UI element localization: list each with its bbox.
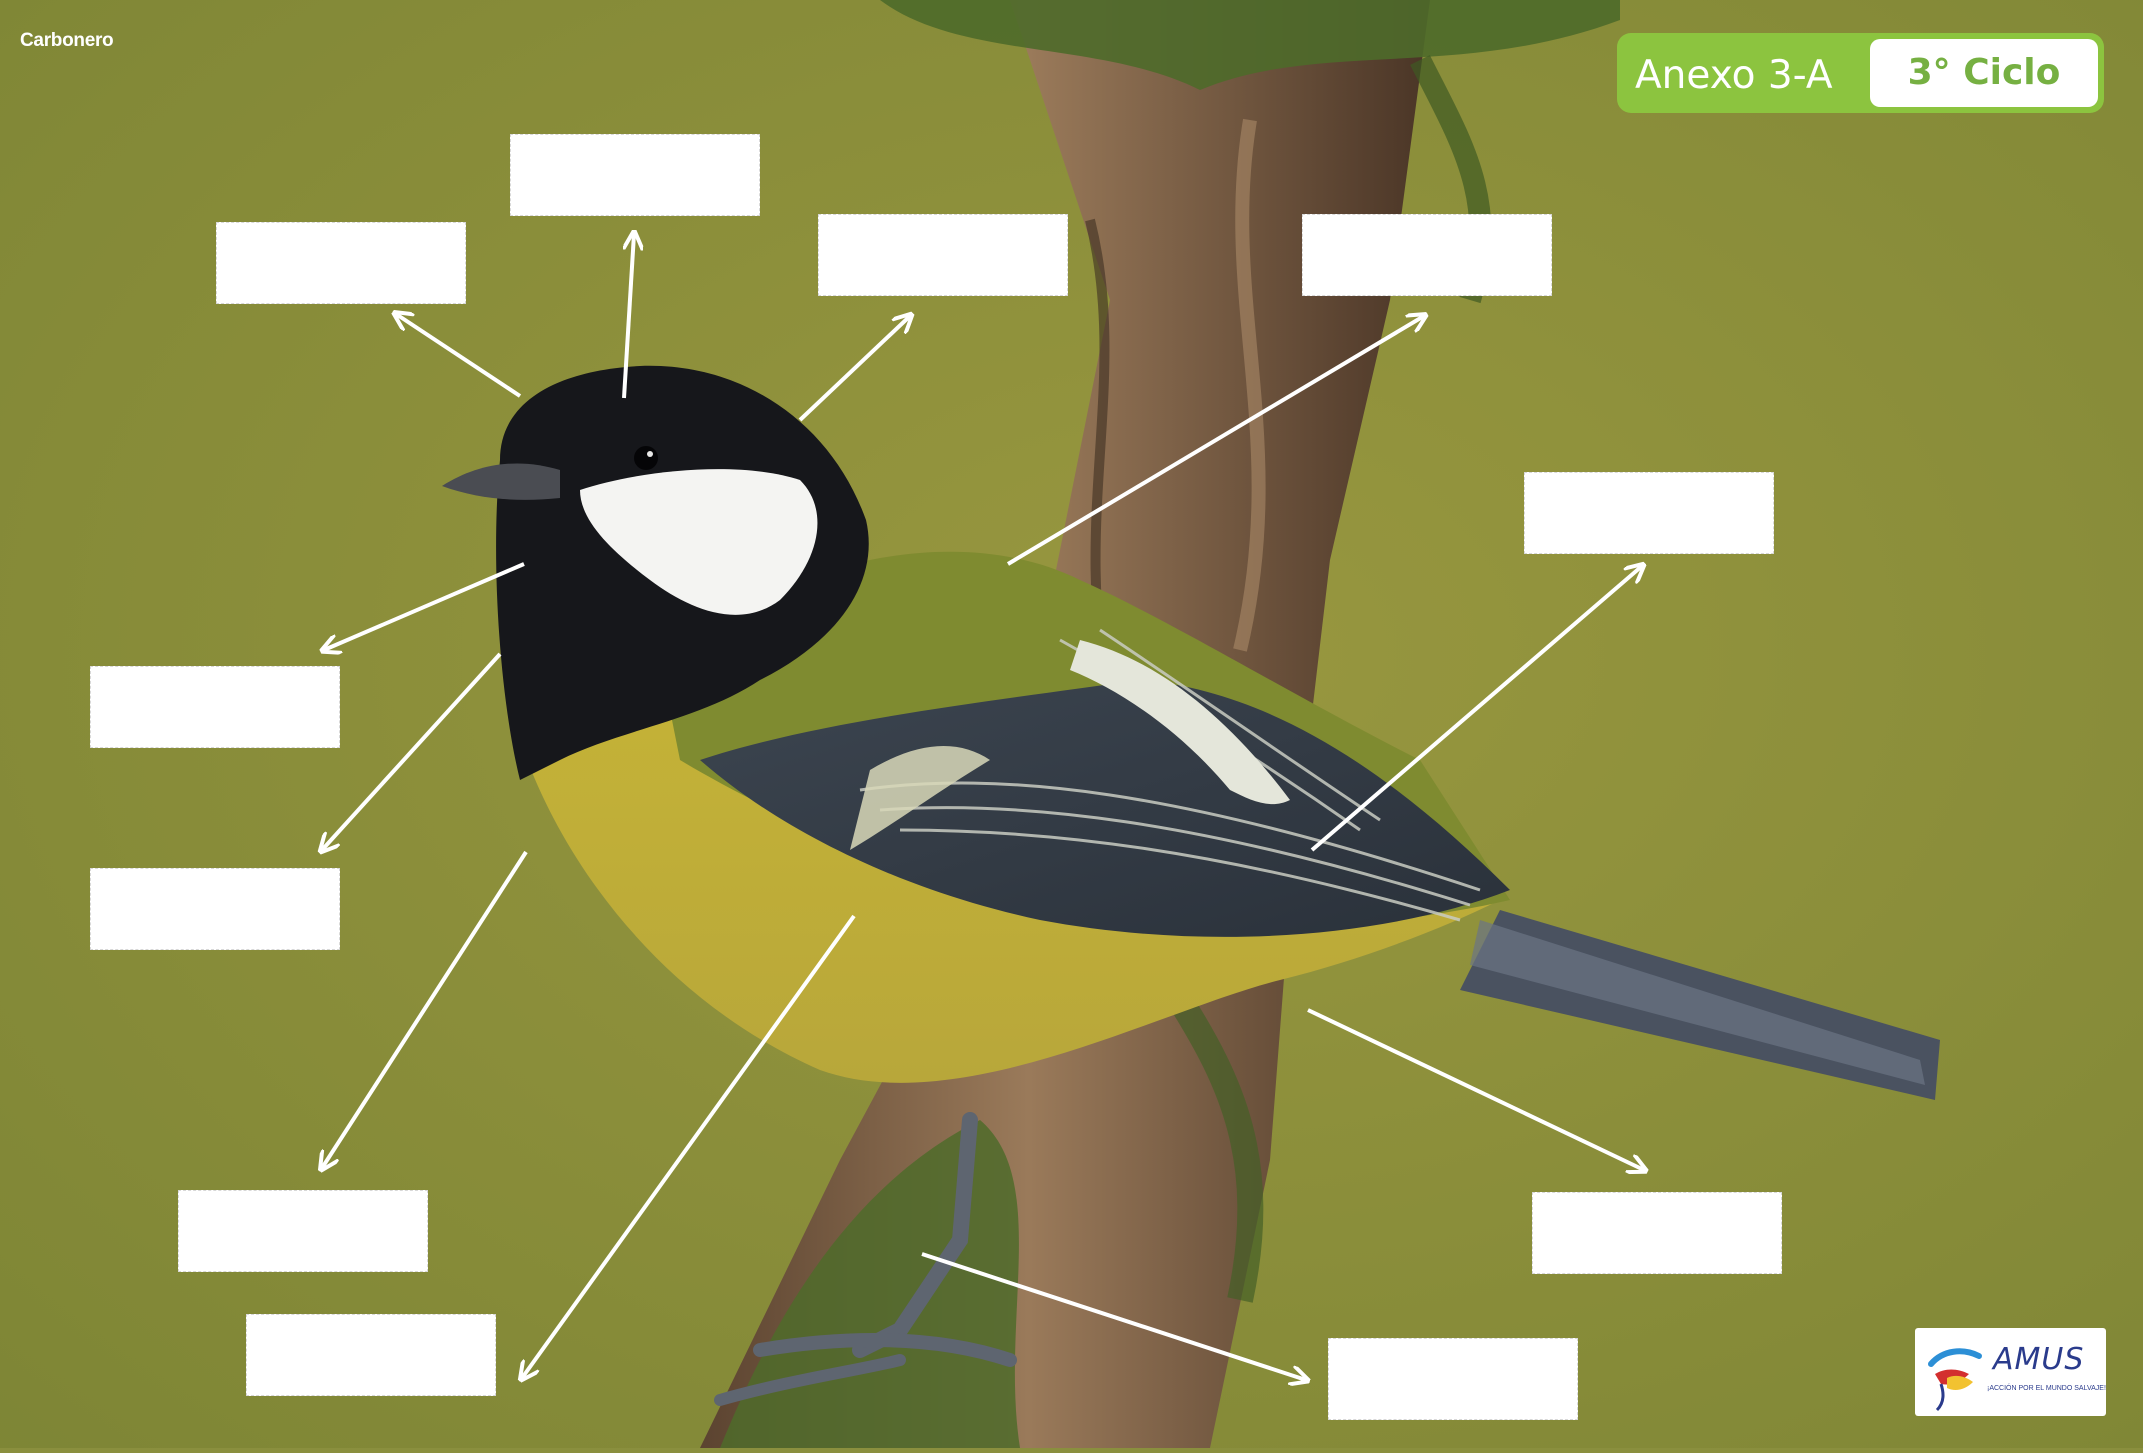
- cycle-label: 3° Ciclo: [1870, 39, 2098, 107]
- label-box-top-middle[interactable]: [818, 214, 1068, 296]
- logo-subtitle: ¡ACCIÓN POR EL MUNDO SALVAJE!: [1987, 1385, 2106, 1392]
- label-box-right-upper[interactable]: [1524, 472, 1774, 554]
- logo-name: AMUS: [1993, 1342, 2085, 1377]
- label-box-top-right[interactable]: [1302, 214, 1552, 296]
- label-box-top-center[interactable]: [510, 134, 760, 216]
- arrow-icon: [322, 652, 502, 850]
- label-box-bottom-left[interactable]: [246, 1314, 496, 1396]
- label-box-bottom-right-upper[interactable]: [1532, 1192, 1782, 1274]
- label-box-top-left[interactable]: [216, 222, 466, 304]
- label-box-bottom-left-upper[interactable]: [178, 1190, 428, 1272]
- arrow-icon: [322, 850, 528, 1168]
- label-box-left-middle[interactable]: [90, 868, 340, 950]
- arrow-icon: [622, 234, 634, 399]
- arrow-icon: [396, 314, 522, 398]
- amus-bird-logo-icon: [1928, 1348, 1982, 1412]
- arrow-icon: [324, 562, 525, 650]
- label-box-left-upper[interactable]: [90, 666, 340, 748]
- species-caption: Carbonero: [20, 30, 114, 51]
- pointer-arrows: [322, 234, 1644, 1380]
- arrow-icon: [1310, 566, 1642, 852]
- amus-logo: AMUS ¡ACCIÓN POR EL MUNDO SALVAJE!: [1915, 1328, 2106, 1416]
- annex-badge: Anexo 3-A 3° Ciclo: [1617, 33, 2104, 113]
- arrow-icon: [1006, 316, 1424, 566]
- arrow-icon: [1307, 1008, 1644, 1170]
- arrow-icon: [522, 914, 856, 1378]
- annex-label: Anexo 3-A: [1635, 53, 1833, 98]
- bird: [442, 365, 1940, 1406]
- label-box-bottom-center[interactable]: [1328, 1338, 1578, 1420]
- arrow-icon: [921, 1252, 1306, 1380]
- arrow-icon: [798, 316, 910, 422]
